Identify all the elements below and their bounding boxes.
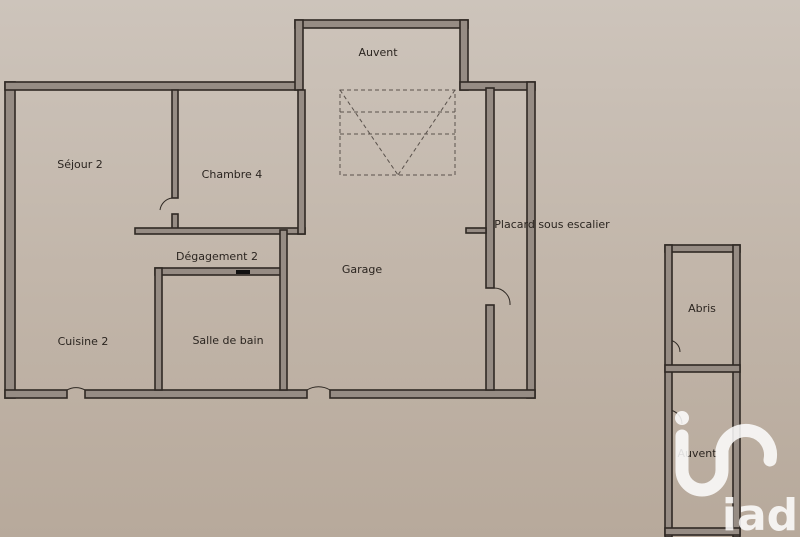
wall-sdb-top	[154, 267, 286, 276]
label-salle-de-bain: Salle de bain	[192, 334, 263, 347]
walls-annex	[664, 244, 741, 537]
door-placard	[493, 287, 511, 306]
wall-top-right	[459, 81, 536, 91]
wall-bottom-2	[84, 389, 308, 399]
wall-top-left	[4, 81, 301, 91]
door-cuisine	[66, 387, 86, 391]
wall-placard	[485, 87, 495, 289]
wall-sejour-chambre	[171, 89, 179, 199]
wall-bottom-3	[329, 389, 536, 399]
wall-auvent-right	[459, 19, 469, 91]
wall-bottom-1	[4, 389, 68, 399]
label-cuisine: Cuisine 2	[58, 335, 109, 348]
walls-main-house	[4, 19, 536, 399]
staircase	[339, 89, 456, 176]
wall-left	[4, 81, 16, 399]
wall-sdb-left	[154, 267, 163, 391]
radiator-mark	[236, 270, 250, 274]
wall-right	[526, 81, 536, 399]
wall-placard-lower	[485, 304, 495, 391]
label-abris: Abris	[688, 302, 716, 315]
wall-chambre-right	[297, 89, 306, 235]
svg-text:iad: iad	[722, 490, 798, 537]
label-chambre: Chambre 4	[202, 168, 263, 181]
label-placard: Placard sous escalier	[494, 218, 610, 231]
wall-placard-stub	[465, 227, 487, 234]
wall-sdb-right	[279, 229, 288, 391]
wall-auvent-top	[294, 19, 469, 29]
iad-logo: iad	[675, 411, 798, 537]
door-chambre	[159, 197, 173, 211]
label-sejour: Séjour 2	[57, 158, 103, 171]
label-auvent-top: Auvent	[358, 46, 398, 59]
label-garage: Garage	[342, 263, 383, 276]
label-degagement: Dégagement 2	[176, 250, 258, 263]
wall-auvent-left	[294, 19, 304, 91]
door-garage	[306, 386, 331, 391]
